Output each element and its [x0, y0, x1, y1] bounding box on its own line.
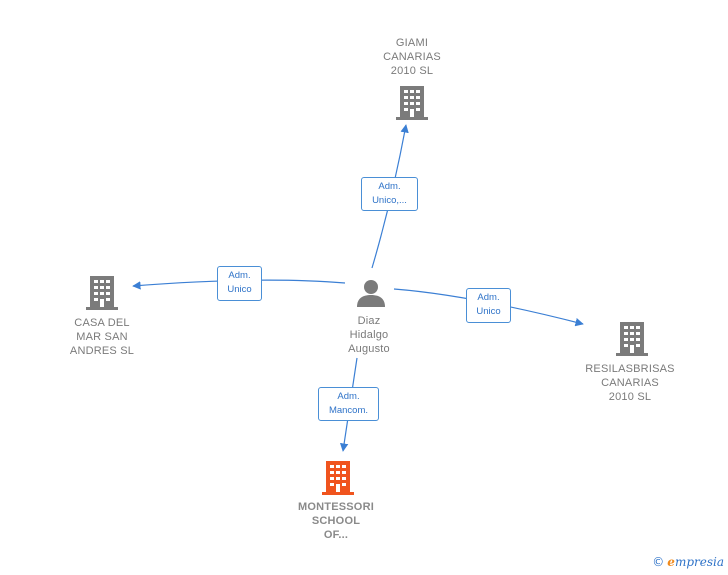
company-node-resilas[interactable]: RESILASBRISAS CANARIAS 2010 SL [574, 362, 686, 404]
company-label-resilas: RESILASBRISAS CANARIAS 2010 SL [585, 363, 675, 403]
relation-badge-casa[interactable]: Adm. Unico [217, 266, 262, 301]
building-icon[interactable] [396, 86, 428, 120]
person-label: Diaz Hidalgo Augusto [348, 315, 390, 355]
building-icon[interactable] [86, 276, 118, 310]
brand-e: e [667, 555, 675, 569]
building-icon[interactable] [322, 461, 354, 495]
company-label-giami: GIAMI CANARIAS 2010 SL [383, 37, 441, 77]
building-icon[interactable] [616, 322, 648, 356]
person-node[interactable]: Diaz Hidalgo Augusto [326, 314, 412, 356]
company-label-montessori: MONTESSORI SCHOOL OF... [298, 501, 374, 541]
relation-badge-montessori[interactable]: Adm. Mancom. [318, 387, 379, 421]
company-node-giami[interactable]: GIAMI CANARIAS 2010 SL [366, 36, 458, 78]
relation-badge-resilas[interactable]: Adm. Unico [466, 288, 511, 323]
relation-badge-giami[interactable]: Adm. Unico,... [361, 177, 418, 211]
company-node-montessori[interactable]: MONTESSORI SCHOOL OF... [282, 500, 390, 542]
company-label-casa: CASA DEL MAR SAN ANDRES SL [69, 317, 135, 357]
brand-name: mpresia [674, 555, 724, 569]
person-icon[interactable] [356, 278, 386, 308]
company-node-casa[interactable]: CASA DEL MAR SAN ANDRES SL [52, 316, 152, 358]
copyright-symbol: © [652, 555, 665, 569]
empresia-logo: ©empresia [652, 555, 724, 569]
